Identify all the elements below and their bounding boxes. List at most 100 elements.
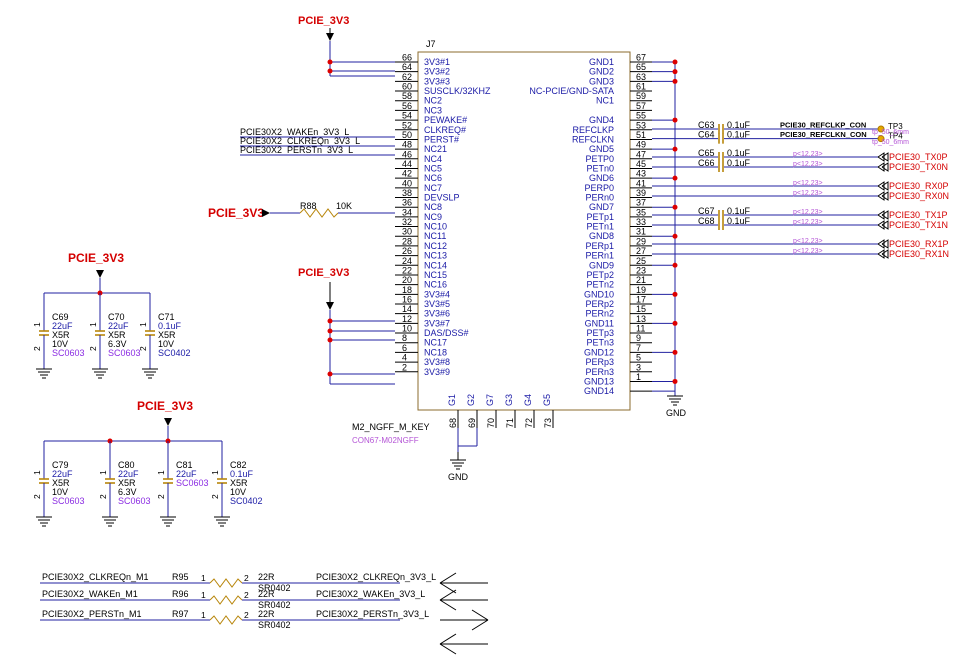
net-label-out: PCIE30X2_CLKREQn_3V3_L xyxy=(316,572,436,582)
cap-pin-2: 2 xyxy=(138,346,148,351)
cap-value: 22uF xyxy=(118,469,139,479)
j7-footprint: CON67-M02NGFF xyxy=(352,436,419,445)
junction xyxy=(672,78,678,84)
j7-pin-name: 3V3#5 xyxy=(424,299,450,309)
res-value: 22R xyxy=(258,609,275,619)
cap-voltage: 6.3V xyxy=(108,339,127,349)
power-label-caps2: PCIE_3V3 xyxy=(137,399,193,413)
j7-pin-name: NC16 xyxy=(424,280,447,290)
j7-pin-name: PERP0 xyxy=(584,183,614,193)
j7-pin-name: NC15 xyxy=(424,270,447,280)
j7-pin-name: GND12 xyxy=(584,347,614,357)
page-ref: p<12,23> xyxy=(793,151,823,158)
j7-pin-number: 33 xyxy=(636,217,646,227)
j7-pin-number: 10 xyxy=(402,324,412,334)
res-pin-1: 1 xyxy=(201,573,206,583)
junction xyxy=(672,262,678,268)
junction xyxy=(672,69,678,75)
gnd-label-right: GND xyxy=(666,408,687,418)
j7-pin-number: 32 xyxy=(402,217,412,227)
cap-pin-1: 1 xyxy=(88,322,98,327)
page-ref: p<12,23> xyxy=(793,219,823,226)
cap-voltage: 10V xyxy=(230,487,246,497)
j7-pin-number: 42 xyxy=(402,169,412,179)
cap-package: SC0402 xyxy=(230,496,263,506)
cap-pin-1: 1 xyxy=(98,470,108,475)
j7-pin-name: G3 xyxy=(504,394,514,406)
j7-part: M2_NGFF_M_KEY xyxy=(352,422,430,432)
j7-pin-number: 3 xyxy=(636,362,641,372)
j7-pin-name: NC3 xyxy=(424,105,442,115)
j7-pin-name: NC5 xyxy=(424,163,442,173)
junction xyxy=(327,59,333,65)
j7-pin-name: GND10 xyxy=(584,289,614,299)
res-value: 22R xyxy=(258,589,275,599)
j7-pin-name: 3V3#7 xyxy=(424,318,450,328)
j7-pin-number: 41 xyxy=(636,178,646,188)
j7-pin-name: NC21 xyxy=(424,144,447,154)
j7-pin-number: 18 xyxy=(402,285,412,295)
j7-pin-number: 12 xyxy=(402,314,412,324)
j7-pin-number: 44 xyxy=(402,159,412,169)
cap-package: SC0603 xyxy=(176,478,209,488)
j7-pin-number: 21 xyxy=(636,275,646,285)
res-ref: R95 xyxy=(172,572,189,582)
cap-ref: C80 xyxy=(118,460,135,470)
j7-pin-number: 19 xyxy=(636,285,646,295)
j7-pin-number: 69 xyxy=(467,418,477,428)
j7-pin-number: 52 xyxy=(402,120,412,130)
j7-pin-name: PERST# xyxy=(424,134,459,144)
j7-pin-name: NC1 xyxy=(596,96,614,106)
j7-pin-name: PERp2 xyxy=(585,299,614,309)
j7-pin-name: 3V3#2 xyxy=(424,67,450,77)
caps-group-2: 12C7922uFX5R10VSC060312C8022uFX5R6.3VSC0… xyxy=(32,441,263,527)
j7-pin-name: 3V3#3 xyxy=(424,76,450,86)
res-pin-1: 1 xyxy=(201,590,206,600)
cap-package: SC0603 xyxy=(52,348,85,358)
arrow-in-bottom xyxy=(439,633,488,655)
j7-pin-name: NC7 xyxy=(424,183,442,193)
res-value: 22R xyxy=(258,572,275,582)
j7-pin-name: GND3 xyxy=(589,76,614,86)
cap-pin-2: 2 xyxy=(98,494,108,499)
offpage-connector xyxy=(877,152,885,162)
j7-pin-name: 3V3#1 xyxy=(424,57,450,67)
cap-ref: C63 xyxy=(698,120,715,130)
res-pin-2: 2 xyxy=(244,590,249,600)
j7-ref: J7 xyxy=(426,39,436,49)
junction xyxy=(327,371,333,377)
j7-pin-number: 2 xyxy=(402,362,407,372)
junction xyxy=(672,320,678,326)
cap-voltage: 6.3V xyxy=(118,487,137,497)
cap-value: 0.1uF xyxy=(727,148,751,158)
j7-pin-number: 24 xyxy=(402,256,412,266)
r88-value: 10K xyxy=(336,201,352,211)
offpage-connector xyxy=(877,162,885,172)
j7-pin-name: PETP0 xyxy=(585,154,614,164)
net-label-in: PCIE30X2_WAKEn_M1 xyxy=(42,589,138,599)
res-ref: R96 xyxy=(172,589,189,599)
j7-pin-name: NC18 xyxy=(424,347,447,357)
j7-pin-number: 20 xyxy=(402,275,412,285)
cap-pin-1: 1 xyxy=(156,470,166,475)
j7-pin-name: PETn1 xyxy=(586,222,614,232)
cap-ref: C79 xyxy=(52,460,69,470)
j7-pin-number: 48 xyxy=(402,140,412,150)
junction xyxy=(327,318,333,324)
j7-pin-number: 22 xyxy=(402,265,412,275)
j7-pin-number: 53 xyxy=(636,120,646,130)
j7-pin-number: 64 xyxy=(402,62,412,72)
j7-pin-name: PETp1 xyxy=(586,212,614,222)
offpage-connector xyxy=(877,220,885,230)
resistor-body xyxy=(209,578,243,588)
j7-pin-number: 7 xyxy=(636,343,641,353)
j7-pin-number: 71 xyxy=(505,418,515,428)
net-clkreq-left: PCIE30X2_CLKREQn_3V3_L xyxy=(240,136,360,146)
junction xyxy=(672,233,678,239)
cap-value: 22uF xyxy=(176,469,197,479)
offpage-connector xyxy=(881,220,889,230)
testpoint xyxy=(877,125,885,133)
j7-pin-number: 45 xyxy=(636,159,646,169)
cap-package: SC0603 xyxy=(108,348,141,358)
